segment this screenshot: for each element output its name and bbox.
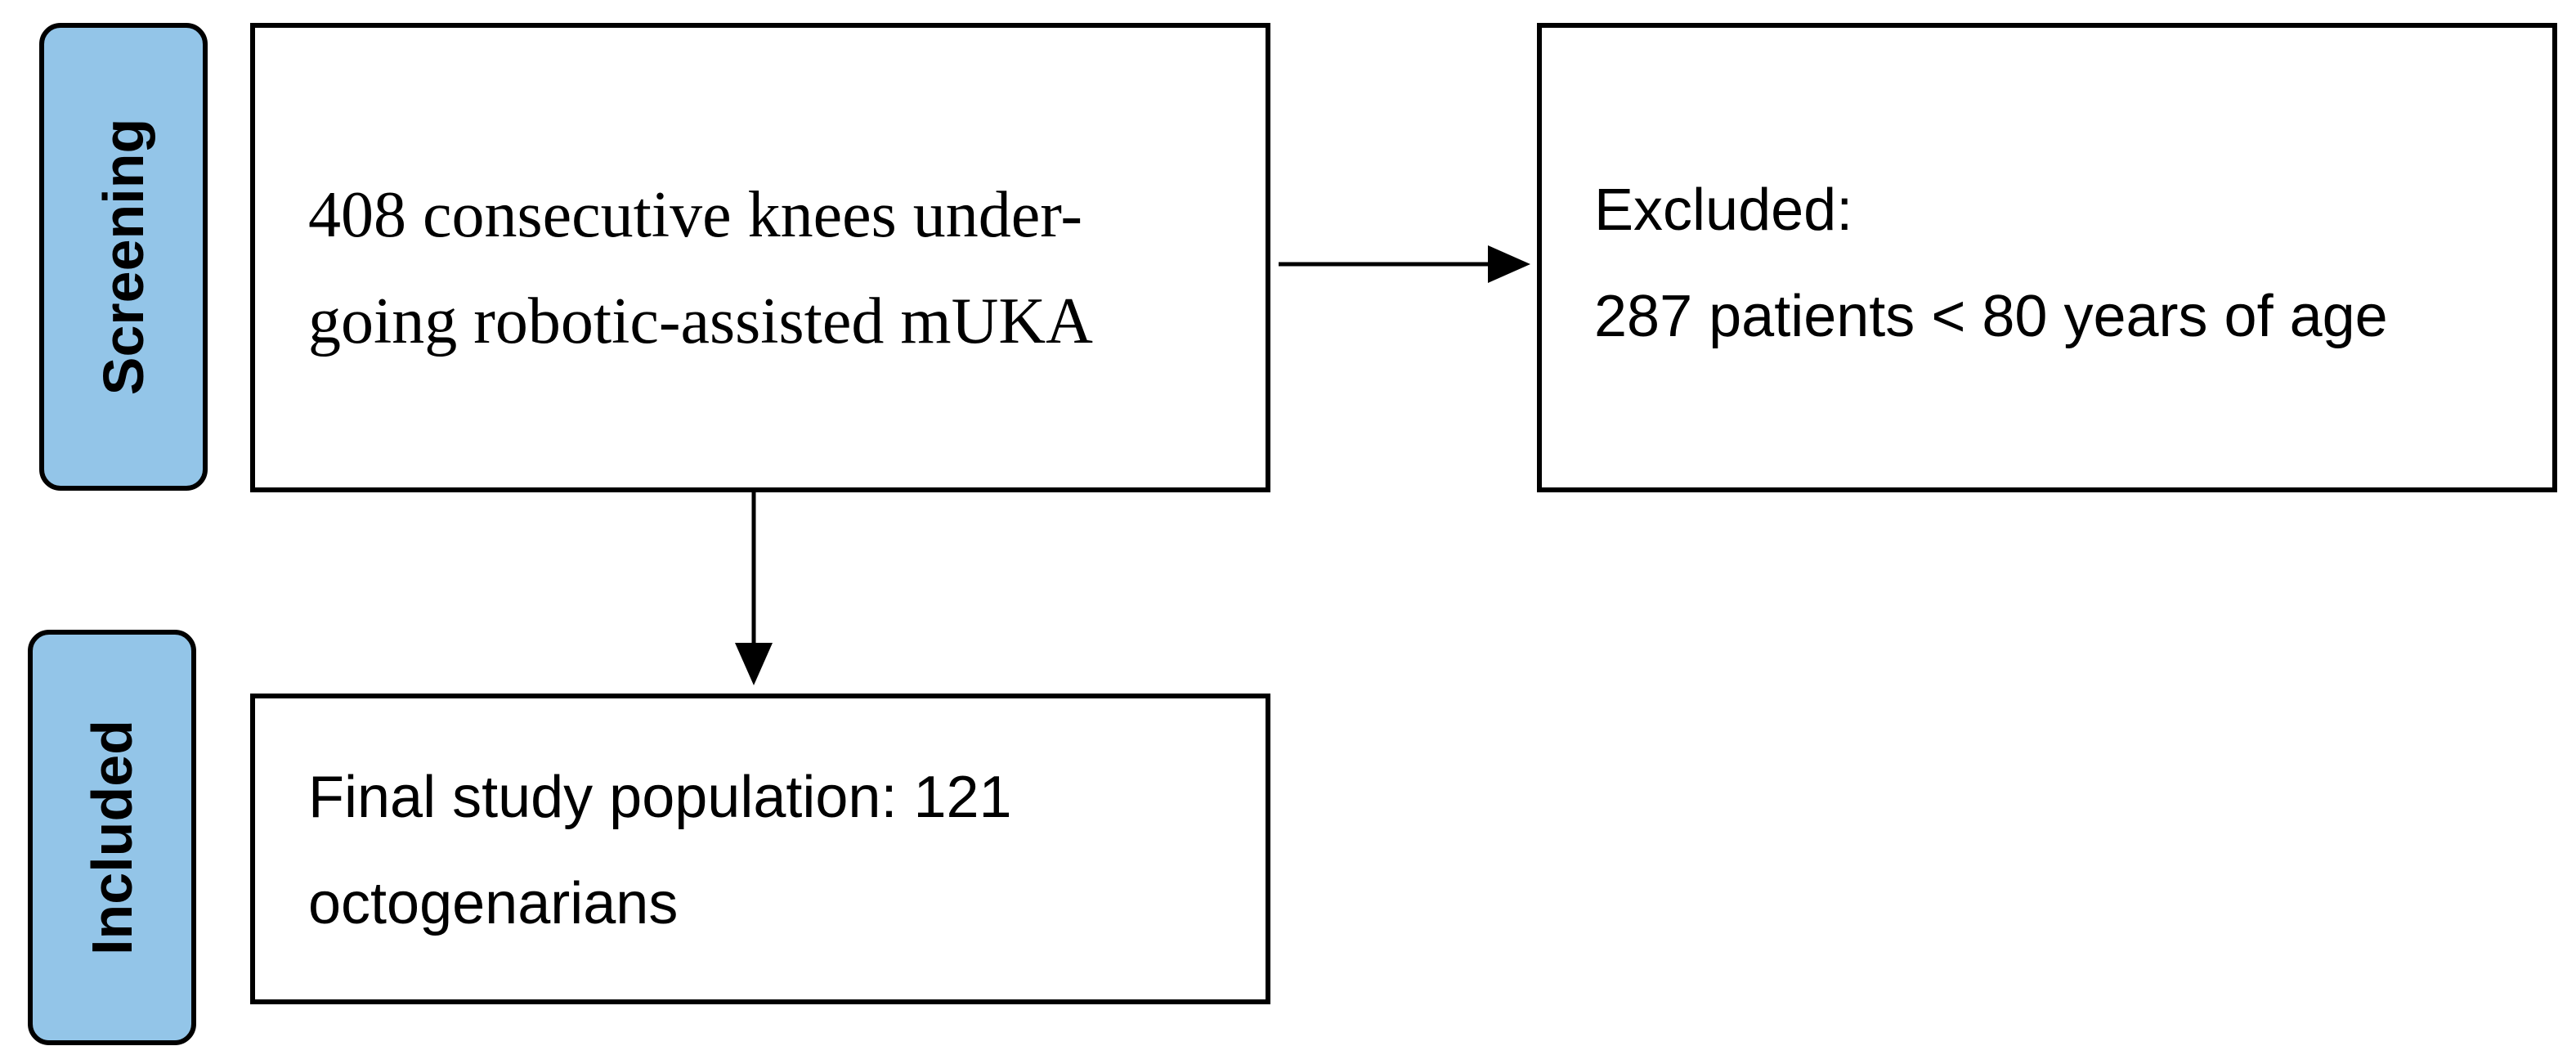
phase-screening: Screening bbox=[39, 23, 208, 491]
screening-box-line-1: 408 consecutive knees under- bbox=[308, 179, 1082, 251]
excluded-box-line-2: 287 patients < 80 years of age bbox=[1594, 284, 2388, 349]
screening-box: 408 consecutive knees under- going robot… bbox=[250, 23, 1270, 492]
excluded-box: Excluded: 287 patients < 80 years of age bbox=[1537, 23, 2557, 492]
included-box-line-1: Final study population: 121 bbox=[308, 765, 1012, 830]
arrow-to-included-head bbox=[735, 643, 773, 685]
included-box-line-2: octogenarians bbox=[308, 871, 679, 936]
phase-included: Included bbox=[28, 630, 196, 1045]
included-box: Final study population: 121 octogenarian… bbox=[250, 694, 1270, 1004]
excluded-box-line-1: Excluded: bbox=[1594, 177, 1853, 243]
screening-box-line-2: going robotic-assisted mUKA bbox=[308, 285, 1093, 357]
arrow-to-excluded-head bbox=[1488, 245, 1530, 283]
